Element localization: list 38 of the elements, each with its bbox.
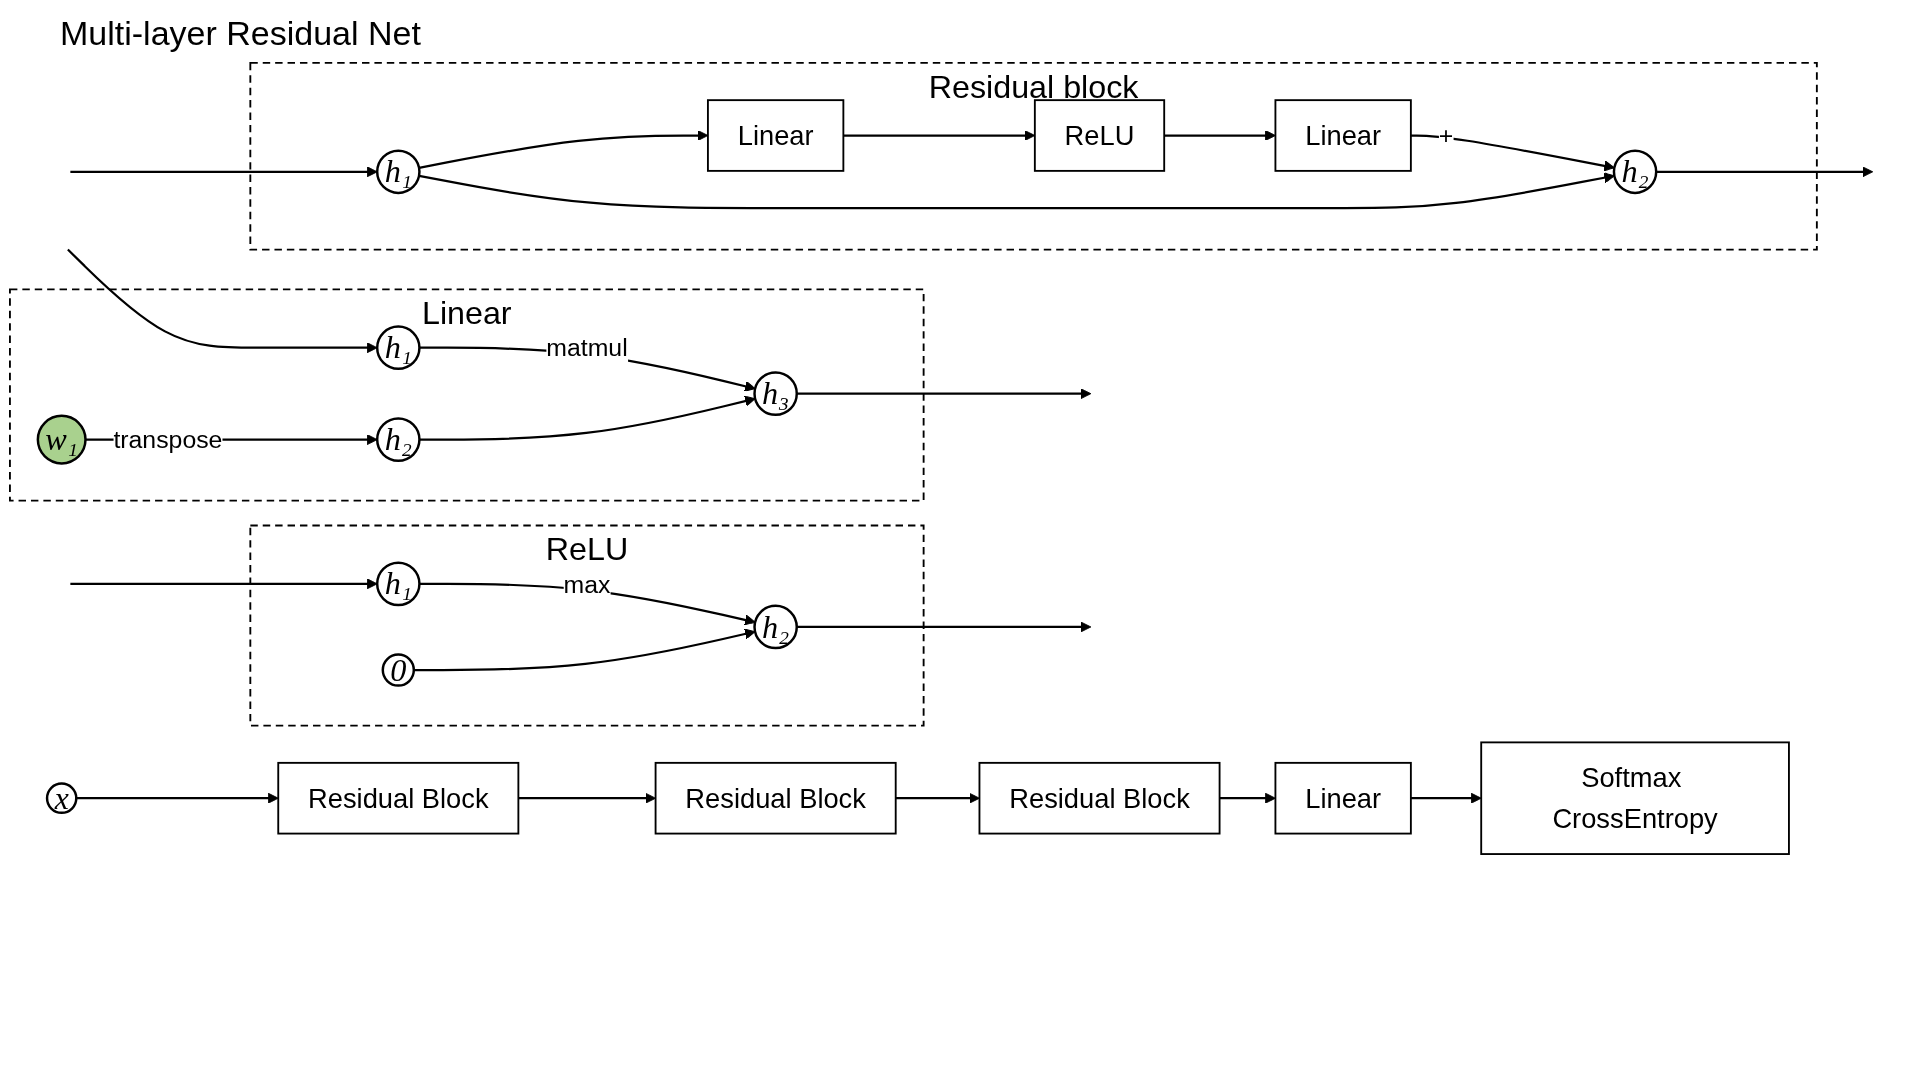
node-box: Residual Block [978, 761, 1221, 835]
edge-label: max [563, 570, 611, 598]
arrow [1219, 792, 1276, 804]
arrow [796, 388, 1092, 400]
node-box: Linear [1274, 99, 1412, 172]
edge-label: + [1438, 121, 1454, 150]
node-circle: h₂ [1612, 149, 1658, 195]
node-circle: w₁ [36, 414, 87, 465]
node-box: ReLU [1033, 99, 1166, 172]
node-box: Softmax CrossEntropy [1480, 741, 1790, 855]
arrow [1164, 130, 1276, 141]
arrow [70, 578, 378, 590]
node-circle: h₂ [375, 417, 421, 462]
node-circle: h₁ [375, 561, 421, 607]
node-box: Linear [1274, 761, 1412, 835]
edge-label: transpose [113, 425, 223, 454]
node-circle: 0 [381, 653, 416, 687]
arrow [1410, 134, 1615, 172]
node-circle: x [45, 782, 78, 815]
node-circle: h₁ [375, 149, 421, 195]
node-circle: h₃ [753, 371, 798, 417]
arrow [413, 628, 756, 672]
arrow [796, 621, 1092, 633]
arrow [1410, 792, 1482, 804]
arrow [76, 792, 279, 804]
arrow [419, 395, 756, 441]
arrow [418, 172, 1615, 210]
arrow [895, 792, 980, 804]
arrow [67, 248, 378, 354]
edge-label: matmul [546, 334, 628, 362]
node-box: Linear [707, 99, 845, 172]
node-circle: h₂ [753, 604, 798, 650]
arrow [70, 166, 378, 178]
arrow [1656, 166, 1874, 178]
diagram-title: Multi-layer Residual Net [60, 14, 422, 53]
node-circle: h₁ [375, 325, 421, 371]
node-box: Residual Block [277, 761, 520, 835]
node-box: Residual Block [654, 761, 897, 835]
